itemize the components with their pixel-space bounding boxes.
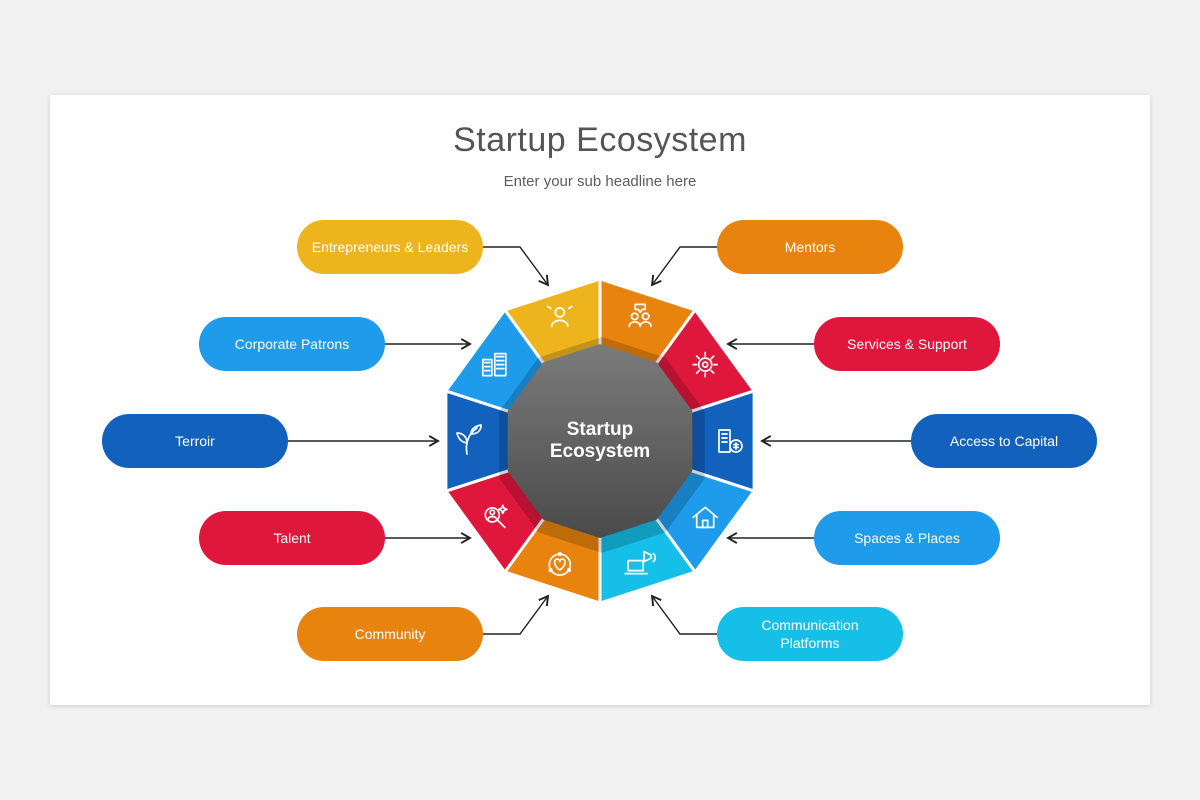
label-pill-services-support: Services & Support [814,317,1000,371]
label-pill-community: Community [297,607,483,661]
community-heart-icon [548,551,572,576]
spaces-house-icon [692,506,719,529]
person-pin-icon [546,305,573,328]
connector-mentors [650,246,717,287]
talent-search-icon [484,504,508,529]
ecosystem-diagram: Startup Ecosystem [288,246,911,635]
mentors-chat-icon [628,303,653,328]
label-pill-terroir: Terroir [102,414,288,468]
label-pill-corporate-patrons: Corporate Patrons [199,317,385,371]
connector-communication-platforms [650,594,717,635]
connector-entrepreneurs [483,246,550,287]
communication-megaphone-icon [624,550,656,575]
label-pill-access-to-capital: Access to Capital [911,414,1097,468]
center-label-line2: Ecosystem [550,441,650,462]
connector-community [483,594,550,635]
label-pill-entrepreneurs: Entrepreneurs & Leaders [297,220,483,274]
label-pill-mentors: Mentors [717,220,903,274]
center-decagon [507,344,693,538]
services-gear-icon [692,351,719,378]
label-pill-talent: Talent [199,511,385,565]
capital-building-icon [718,429,743,453]
terroir-leaf-icon [456,424,482,455]
page-title: Startup Ecosystem [453,121,747,159]
slide: Startup Ecosystem Enter your sub headlin… [50,95,1150,705]
label-pill-communication-platforms: Communication Platforms [717,607,903,661]
page-subtitle: Enter your sub headline here [503,173,697,190]
center-label-line1: Startup [567,419,634,440]
corporate-buildings-icon [481,352,507,377]
label-pill-spaces-places: Spaces & Places [814,511,1000,565]
